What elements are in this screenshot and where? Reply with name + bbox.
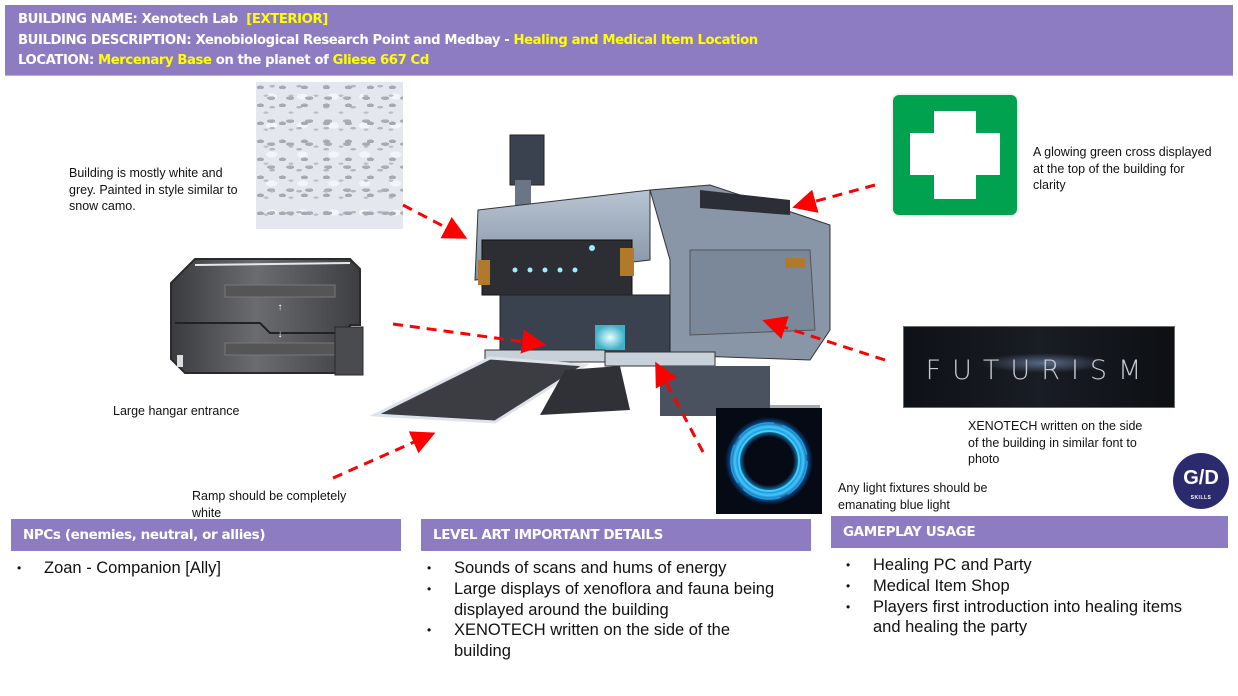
building-name-line: BUILDING NAME: Xenotech Lab [EXTERIOR] (18, 10, 1233, 31)
building-type: [EXTERIOR] (246, 12, 328, 27)
building-concept-image (370, 134, 831, 424)
npcs-list: Zoan - Companion [Ally] (5, 558, 395, 579)
snow-camo-image (256, 82, 403, 229)
location-line: LOCATION: Mercenary Base on the planet o… (18, 51, 1233, 72)
location-base: Mercenary Base (98, 53, 212, 68)
cross-horizontal-bar (910, 133, 1000, 175)
description-highlight: Healing and Medical Item Location (513, 32, 758, 48)
location-label: LOCATION: (18, 53, 99, 68)
hangar-note: Large hangar entrance (113, 404, 240, 418)
npcs-header: NPCs (enemies, neutral, or allies) (11, 519, 401, 551)
hangar-door-image: ↑ ↓ (170, 258, 364, 376)
lights-note: Any light fixtures should be emanating b… (838, 481, 988, 512)
location-connector: on the planet of (211, 53, 333, 68)
arrow-ramp (332, 431, 436, 480)
building-name: Xenotech Lab (141, 12, 239, 27)
font-note: XENOTECH written on the side of the buil… (968, 419, 1143, 466)
cross-note: A glowing green cross displayed at the t… (1033, 145, 1212, 192)
svg-text:↓: ↓ (278, 329, 283, 340)
camo-note: Building is mostly white and grey. Paint… (69, 166, 238, 213)
gameplay-header: GAMEPLAY USAGE (831, 516, 1228, 548)
green-cross-image (893, 95, 1017, 215)
gameplay-item: Players first introduction into healing … (834, 597, 1214, 639)
gameplay-list: Healing PC and Party Medical Item Shop P… (834, 555, 1214, 638)
level-art-item: Sounds of scans and hums of energy (415, 558, 775, 579)
description-text: Xenobiological Research Point and Medbay… (195, 32, 514, 48)
location-planet: Gliese 667 Cd (332, 53, 430, 68)
ramp-note: Ramp should be completely white (192, 489, 347, 520)
building-name-label: BUILDING NAME: (18, 12, 142, 27)
building-description-line: BUILDING DESCRIPTION: Xenobiological Res… (18, 31, 1233, 52)
level-art-item: XENOTECH written on the side of the buil… (415, 620, 775, 662)
gameplay-item: Healing PC and Party (834, 555, 1214, 576)
level-art-list: Sounds of scans and hums of energy Large… (415, 558, 775, 662)
svg-text:↑: ↑ (278, 302, 283, 313)
gd-skills-logo: G/D SKILLS (1173, 453, 1229, 509)
logo-subtext: SKILLS (1190, 495, 1212, 501)
npc-item: Zoan - Companion [Ally] (5, 558, 395, 579)
logo-text: G/D (1183, 467, 1219, 489)
header-banner: BUILDING NAME: Xenotech Lab [EXTERIOR] B… (5, 5, 1233, 76)
gameplay-item: Medical Item Shop (834, 576, 1214, 597)
blue-light-ring-image (716, 408, 822, 514)
futurism-text: FUTURISM (925, 355, 1153, 386)
level-art-header: LEVEL ART IMPORTANT DETAILS (421, 519, 811, 551)
level-art-item: Large displays of xenoflora and fauna be… (415, 579, 775, 621)
futurism-font-image: FUTURISM (903, 326, 1175, 408)
description-label: BUILDING DESCRIPTION: (18, 32, 196, 48)
